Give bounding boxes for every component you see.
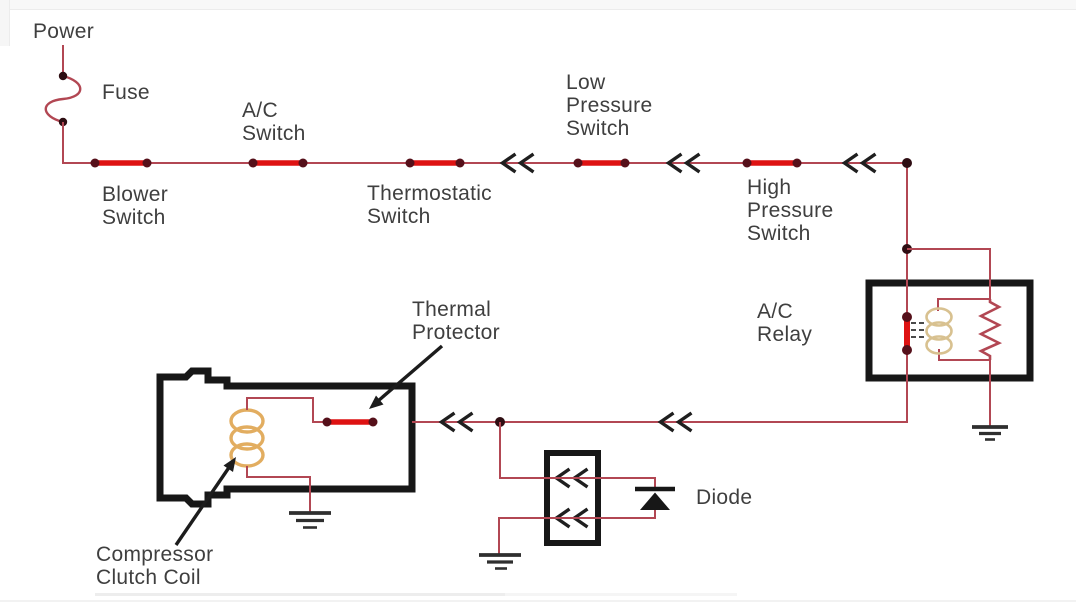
label-ac-relay: A/C Relay (757, 300, 813, 346)
diode-symbol (635, 486, 675, 510)
relay-resistor (978, 299, 1003, 360)
low-pressure-switch-contact (573, 158, 630, 168)
ac-switch-contact (248, 158, 308, 168)
connector-block-box (544, 450, 601, 546)
clutch-coil-wiring (246, 397, 327, 513)
ground-icon (972, 425, 1008, 441)
bottom-hairline (0, 600, 1076, 602)
clutch-coil-arrow (174, 457, 236, 546)
frame-edge-left (0, 0, 10, 46)
label-thermostatic-switch: Thermostatic Switch (367, 182, 492, 228)
label-low-pressure-switch: Low Pressure Switch (566, 71, 653, 140)
blower-switch-contact (90, 158, 152, 168)
thermostatic-switch-contact (405, 158, 465, 168)
compressor-outline (156, 367, 416, 508)
relay-actuator-dashes (911, 322, 924, 338)
ground-icon (289, 511, 331, 529)
ground-icon (479, 553, 521, 570)
label-thermal-protector: Thermal Protector (412, 298, 500, 344)
frame-edge-top (0, 0, 1076, 10)
label-blower-switch: Blower Switch (102, 183, 168, 229)
ac-relay-box (865, 279, 1034, 382)
junction-dots (495, 158, 912, 427)
thermal-protector-contact (322, 417, 378, 427)
relay-contact (902, 312, 912, 355)
fuse-symbol (44, 71, 82, 127)
label-high-pressure-switch: High Pressure Switch (747, 176, 834, 245)
label-power: Power (33, 20, 95, 43)
main-bottom-wire (412, 350, 908, 423)
diode-branch-wiring (498, 422, 656, 555)
main-top-wire (62, 122, 907, 164)
label-compressor-clutch-coil: Compressor Clutch Coil (96, 543, 214, 589)
wire-connector-icon (438, 152, 877, 529)
label-ac-switch: A/C Switch (242, 99, 306, 145)
label-fuse: Fuse (102, 81, 150, 104)
thermal-protector-arrow (369, 344, 444, 409)
relay-coil-windings (925, 307, 953, 355)
bottom-bar-dark (95, 593, 505, 596)
high-pressure-switch-contact (742, 158, 802, 168)
label-diode: Diode (696, 486, 753, 509)
bottom-bar-light (505, 593, 737, 596)
